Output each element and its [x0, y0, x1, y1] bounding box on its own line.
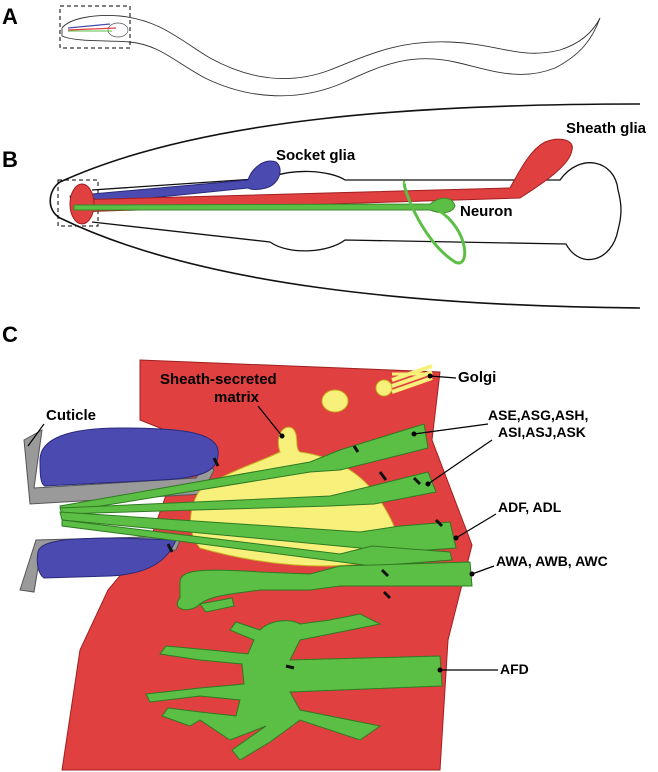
junction-marks	[166, 445, 444, 670]
golgi-apparatus	[321, 364, 433, 413]
label-group2: ADF, ADL	[498, 499, 562, 515]
label-matrix-1: Sheath-secreted	[160, 371, 277, 388]
group2-pointer	[455, 513, 497, 539]
matrix-pointer-dot	[279, 433, 285, 439]
group1-pointer-a	[413, 423, 489, 435]
group1-pointer-b-dot	[425, 481, 431, 487]
mini-head-structures	[67, 22, 129, 38]
panel-label-b: B	[2, 147, 18, 172]
label-group1-line2: ASI,ASJ,ASK	[498, 424, 586, 440]
dendrite-group3	[177, 561, 473, 611]
cuticle-pointer	[27, 423, 45, 447]
group1-pointer-b	[427, 439, 493, 485]
sheath-glia-cell	[69, 138, 573, 225]
socket-glia-cell	[69, 160, 281, 207]
dendrite-group2-b	[61, 519, 453, 567]
dendrite-group1-a	[59, 423, 429, 513]
head-zoom-box-a	[59, 5, 131, 49]
group3-pointer-dot	[469, 571, 475, 577]
group2-pointer-dot	[453, 535, 459, 541]
label-sheath-glia: Sheath glia	[566, 120, 647, 137]
neuron-cell	[73, 180, 467, 265]
neuron-dendrites	[59, 423, 473, 761]
panel-label-c: C	[2, 322, 18, 347]
golgi-pointer	[429, 375, 457, 379]
group1-pointer-a-dot	[411, 431, 417, 437]
dendrite-afd	[145, 613, 443, 761]
dendrite-group2-a	[59, 511, 457, 553]
dendrite-group1-b	[59, 471, 437, 515]
socket-glia-blobs	[36, 427, 219, 579]
dendrite-group3-branch	[199, 597, 235, 613]
label-socket-glia: Socket glia	[276, 147, 356, 164]
matrix-pointer	[257, 405, 283, 437]
label-cuticle: Cuticle	[46, 407, 96, 424]
label-group3: AWA, AWB, AWC	[496, 553, 608, 569]
label-group4: AFD	[500, 661, 529, 677]
label-group1-line1: ASE,ASG,ASH,	[488, 407, 588, 423]
group4-pointer-dot	[437, 667, 443, 673]
label-golgi: Golgi	[458, 369, 496, 386]
head-outline	[49, 103, 641, 309]
group3-pointer	[471, 565, 495, 575]
golgi-pointer-dot	[427, 373, 433, 379]
worm-outline	[61, 15, 601, 97]
label-neuron: Neuron	[460, 203, 513, 220]
label-matrix-2: matrix	[214, 389, 260, 406]
panel-label-a: A	[2, 4, 18, 29]
